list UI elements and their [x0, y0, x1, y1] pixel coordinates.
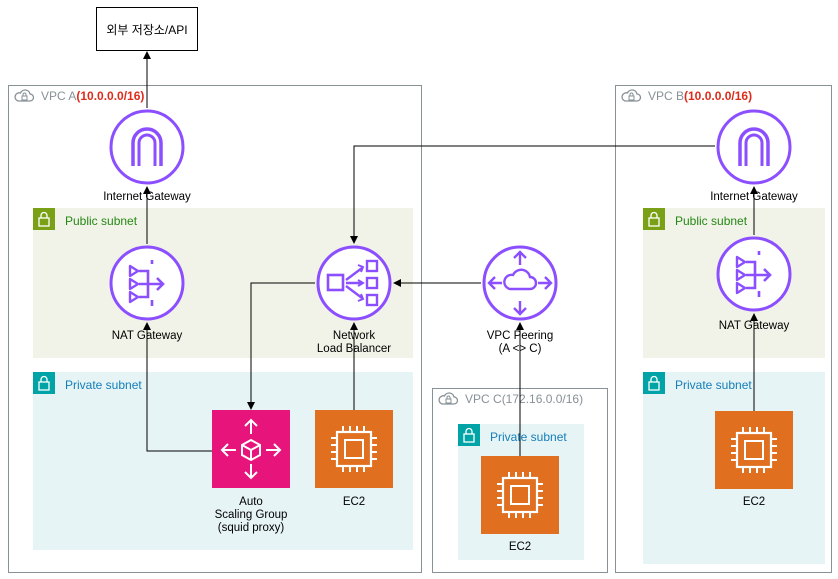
vpc-peering-label: VPC Peering (A <> C)	[486, 330, 554, 355]
ec2-b-label: EC2	[742, 496, 766, 508]
network-load-balancer-icon	[316, 245, 392, 321]
auto-scaling-group-icon	[212, 410, 290, 488]
vpc-c-title: VPC C(172.16.0.0/16)	[465, 392, 583, 406]
vpc-b-private-subnet-title: Private subnet	[675, 378, 752, 392]
vpc-c-name: VPC C	[465, 392, 502, 406]
nat-gateway-icon	[716, 236, 792, 312]
external-storage-api-box: 외부 저장소/API	[96, 7, 198, 51]
network-load-balancer-label: Network Load Balancer	[316, 330, 392, 355]
vpc-a-private-subnet-title: Private subnet	[65, 378, 142, 392]
vpc-b-public-subnet-title: Public subnet	[675, 214, 748, 228]
external-storage-api-label: 외부 저장소/API	[106, 22, 188, 37]
vpc-c-cidr: (172.16.0.0/16)	[501, 392, 584, 406]
vpc-b-name: VPC B	[648, 89, 685, 103]
nat-gateway-a-label: NAT Gateway	[111, 330, 183, 342]
internet-gateway-icon	[716, 109, 792, 185]
auto-scaling-group-label: Auto Scaling Group (squid proxy)	[214, 496, 288, 534]
nat-gateway-icon	[109, 245, 185, 321]
internet-gateway-a-label: Internet Gateway	[103, 191, 191, 203]
vpc-a-title: VPC A(10.0.0.0/16)	[41, 89, 144, 103]
lock-icon	[33, 372, 55, 394]
ec2-c-label: EC2	[508, 541, 532, 553]
vpc-c-private-subnet-title: Private subnet	[490, 430, 567, 444]
ec2-instance-icon	[481, 456, 559, 534]
internet-gateway-b-label: Internet Gateway	[710, 191, 798, 203]
lock-icon	[643, 208, 665, 230]
internet-gateway-icon	[109, 109, 185, 185]
lock-icon	[458, 424, 480, 446]
vpc-cloud-icon	[621, 89, 642, 102]
ec2-instance-icon	[315, 410, 393, 488]
vpc-b-cidr: (10.0.0.0/16)	[684, 89, 753, 103]
vpc-cloud-icon	[438, 392, 459, 405]
vpc-a-cidr: (10.0.0.0/16)	[76, 89, 145, 103]
ec2-instance-icon	[715, 411, 793, 489]
ec2-a-label: EC2	[342, 496, 366, 508]
vpc-a-public-subnet-title: Public subnet	[65, 214, 138, 228]
vpc-b-title: VPC B(10.0.0.0/16)	[648, 89, 752, 103]
vpc-peering-icon	[482, 245, 558, 321]
nat-gateway-b-label: NAT Gateway	[718, 320, 790, 332]
lock-icon	[33, 208, 55, 230]
vpc-a-name: VPC A	[41, 89, 77, 103]
lock-icon	[643, 372, 665, 394]
vpc-cloud-icon	[14, 89, 35, 102]
